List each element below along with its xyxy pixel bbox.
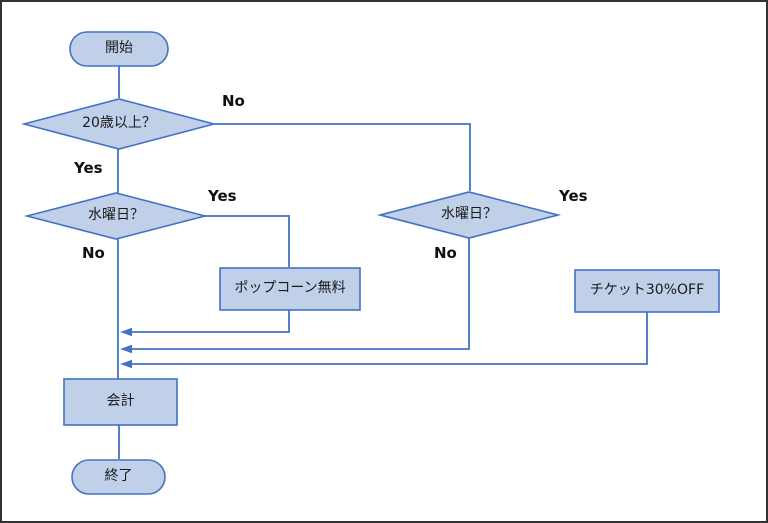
wednesday-left-decision-shape — [23, 192, 209, 240]
checkout-process-shape — [63, 378, 178, 426]
popcorn-process-shape — [219, 267, 361, 311]
age-check-decision-shape — [20, 98, 218, 150]
connector-wed-right-no-merge — [132, 238, 470, 350]
connector-popcorn-merge — [132, 310, 290, 333]
start-terminator-shape — [69, 31, 169, 67]
wednesday-right-decision-shape — [376, 191, 562, 239]
connector-ticket-merge — [132, 312, 648, 365]
end-terminator-shape — [71, 459, 166, 495]
ticket-process-shape — [574, 269, 720, 313]
arrowhead-ticket-merge — [120, 359, 132, 369]
arrowhead-wed-right-no-merge — [120, 344, 132, 354]
connector-age-no-to-right-wednesday — [214, 123, 471, 191]
connector-wed-left-yes-to-popcorn — [205, 215, 290, 267]
arrowhead-popcorn-merge — [120, 327, 132, 337]
